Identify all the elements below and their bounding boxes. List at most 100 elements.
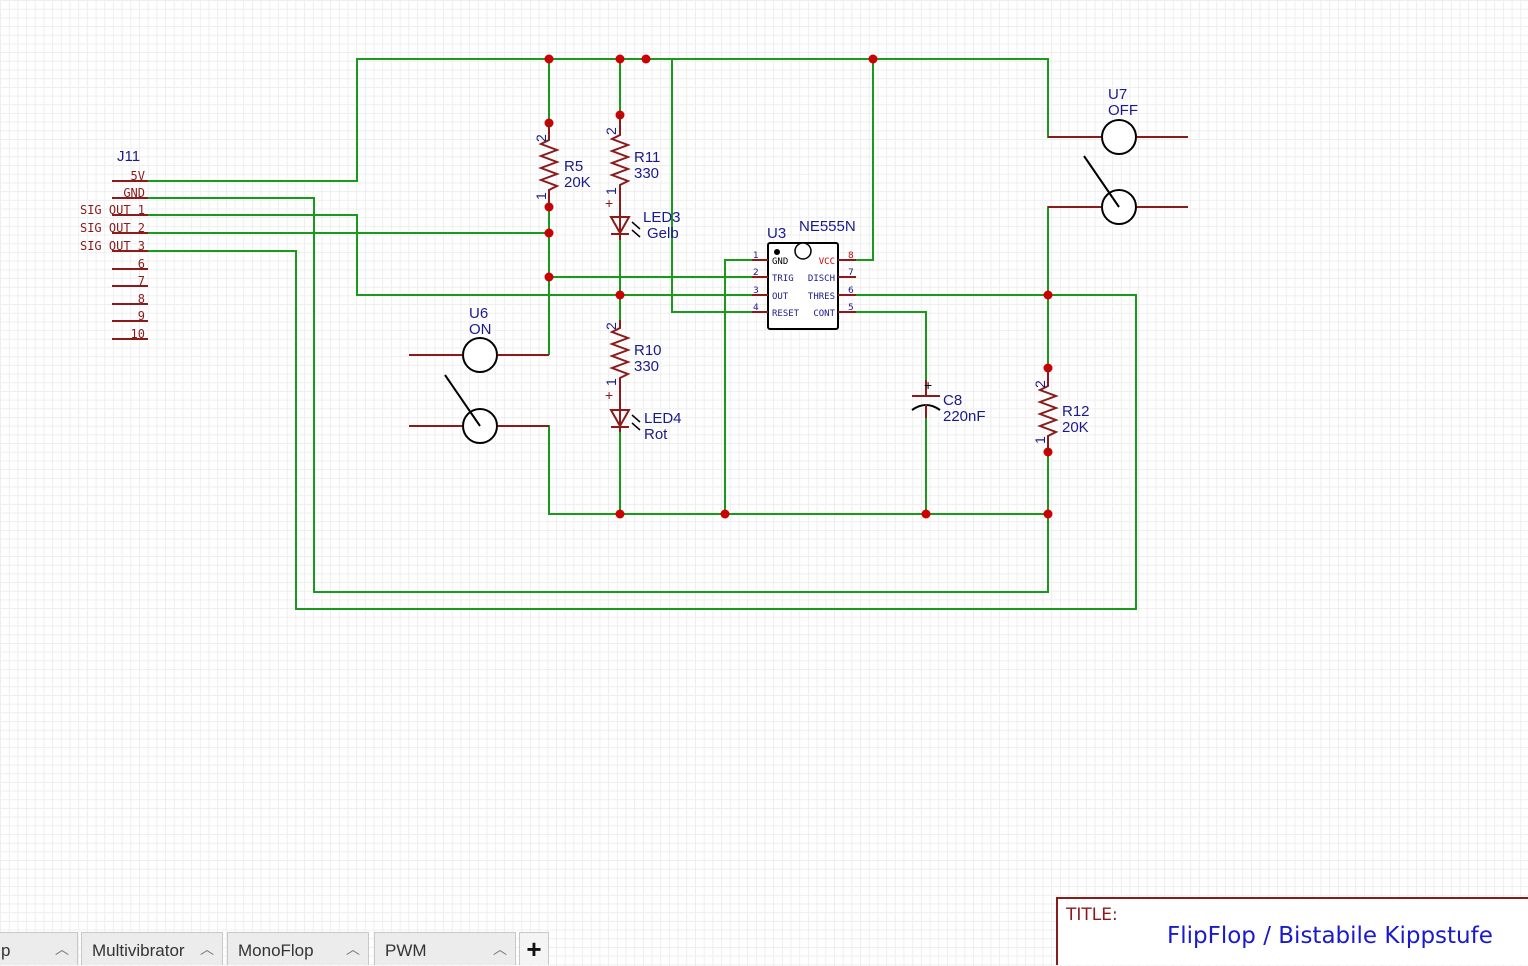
tab-label: PWM — [385, 941, 427, 960]
resistor-r11[interactable]: 2 1 R11 330 — [603, 115, 660, 205]
ic-pin-number: 6 — [848, 286, 854, 296]
switch-ref: U7 — [1108, 86, 1127, 103]
add-tab-button[interactable]: + — [519, 932, 549, 965]
resistor-ref: R10 — [634, 342, 662, 359]
pin-number: 1 — [603, 187, 619, 195]
led-value: Gelb — [647, 225, 679, 242]
connector-pin-label: 7 — [138, 274, 145, 288]
connector-j11[interactable]: J11 5V GND SIG OUT 1 SIG OUT 2 SIG OUT 3… — [80, 148, 148, 341]
ic-u3[interactable]: 1 2 3 4 8 7 6 5 GND TRIG OUT RESET VCC D… — [752, 218, 856, 330]
connector-pin-label: GND — [123, 186, 145, 200]
junction — [544, 272, 554, 282]
ic-pin-name: VCC — [819, 257, 835, 267]
wire-u7-off — [1047, 206, 1082, 368]
led-value: Rot — [644, 426, 668, 443]
tab-multivibrator[interactable]: Multivibrator ︿ — [81, 932, 223, 965]
ic-pin-name: TRIG — [772, 274, 794, 284]
resistor-value: 20K — [564, 174, 591, 191]
resistor-r5[interactable]: 2 1 R5 20K — [533, 123, 591, 207]
junction — [641, 54, 651, 64]
capacitor-c8[interactable]: + C8 220nF — [911, 377, 986, 425]
junction — [868, 54, 878, 64]
tab-label: Multivibrator — [92, 941, 185, 960]
resistor-value: 330 — [634, 358, 659, 375]
ic-pin-name: RESET — [772, 309, 800, 319]
led-led4[interactable]: + LED4 Rot — [605, 387, 682, 443]
tab-label: MonoFlop — [238, 941, 314, 960]
capacitor-value: 220nF — [943, 408, 986, 425]
chevron-up-icon[interactable]: ︿ — [200, 941, 214, 957]
resistor-value: 330 — [634, 165, 659, 182]
connector-ref: J11 — [117, 148, 140, 165]
switch-value: ON — [469, 321, 492, 338]
switch-u6[interactable]: U6 ON — [409, 305, 549, 444]
capacitor-ref: C8 — [943, 392, 962, 409]
ic-pin-name: CONT — [813, 309, 835, 319]
ic-pin-name: DISCH — [808, 274, 835, 284]
wire-u6-off — [515, 425, 1048, 515]
ic-pin-number: 5 — [848, 303, 854, 313]
resistor-ref: R11 — [634, 149, 660, 166]
wire-cont — [840, 311, 927, 380]
resistor-ref: R12 — [1062, 403, 1090, 420]
pin-number: + — [605, 387, 613, 403]
tab-label: p — [1, 941, 11, 960]
junction — [615, 290, 625, 300]
wires — [148, 58, 1137, 610]
wire-reset — [671, 59, 768, 313]
title-value: FlipFlop / Bistabile Kippstufe — [1167, 923, 1493, 949]
connector-pin-label: SIG OUT 2 — [80, 221, 145, 235]
junction — [544, 54, 554, 64]
junction — [544, 228, 554, 238]
ic-pin-name: OUT — [772, 292, 789, 302]
chevron-up-icon[interactable]: ︿ — [493, 941, 507, 957]
ic-pin-number: 1 — [753, 251, 759, 261]
switch-u7[interactable]: U7 OFF — [1048, 86, 1188, 225]
chevron-up-icon[interactable]: ︿ — [346, 941, 360, 957]
title-block: TITLE: FlipFlop / Bistabile Kippstufe — [1056, 897, 1528, 965]
connector-pin-label: 10 — [131, 327, 145, 341]
led-led3[interactable]: + LED3 Gelb — [605, 195, 681, 242]
resistor-r12[interactable]: 2 1 R12 20K — [1032, 368, 1090, 452]
ic-ref: U3 — [767, 225, 786, 242]
junction — [1043, 509, 1053, 519]
ic-pin-name: THRES — [808, 292, 835, 302]
pin-number: 1 — [603, 378, 619, 386]
connector-pin-label: 5V — [131, 169, 145, 183]
wire-gnd — [148, 197, 1049, 593]
junction — [615, 509, 625, 519]
junction — [615, 54, 625, 64]
ic-pin-name: GND — [772, 257, 788, 267]
junction — [720, 509, 730, 519]
pin-number: 2 — [603, 322, 619, 330]
wire-sig1 — [148, 214, 1137, 610]
sheet-tab-bar: p ︿ Multivibrator ︿ MonoFlop ︿ PWM ︿ + — [0, 932, 560, 965]
connector-pin-label: 9 — [138, 309, 145, 323]
connector-pin-label: SIG OUT 1 — [80, 203, 145, 217]
resistor-value: 20K — [1062, 419, 1089, 436]
ic-pin-number: 4 — [753, 303, 759, 313]
led-ref: LED4 — [644, 410, 682, 427]
junction — [1043, 290, 1053, 300]
pin-number: + — [605, 195, 613, 211]
pin-number: 2 — [603, 127, 619, 135]
pin-number: 2 — [1032, 380, 1048, 388]
tab-flipflop[interactable]: p ︿ — [0, 932, 78, 965]
tab-pwm[interactable]: PWM ︿ — [374, 932, 516, 965]
title-label: TITLE: — [1065, 905, 1118, 925]
connector-pin-label: SIG OUT 3 — [80, 239, 145, 253]
ic-pin-number: 2 — [753, 268, 759, 278]
pin-number: 2 — [533, 134, 549, 142]
tab-monoflop[interactable]: MonoFlop ︿ — [227, 932, 369, 965]
resistor-r10[interactable]: 2 1 R10 330 — [603, 320, 662, 405]
resistor-ref: R5 — [564, 158, 583, 175]
ic-pin-number: 3 — [753, 286, 759, 296]
ic-value: NE555N — [799, 218, 856, 235]
chevron-up-icon[interactable]: ︿ — [55, 941, 69, 957]
switch-ref: U6 — [469, 305, 488, 322]
capacitor-polarity: + — [924, 377, 932, 393]
junction — [921, 509, 931, 519]
pin-number: 1 — [533, 192, 549, 200]
switch-value: OFF — [1108, 102, 1138, 119]
